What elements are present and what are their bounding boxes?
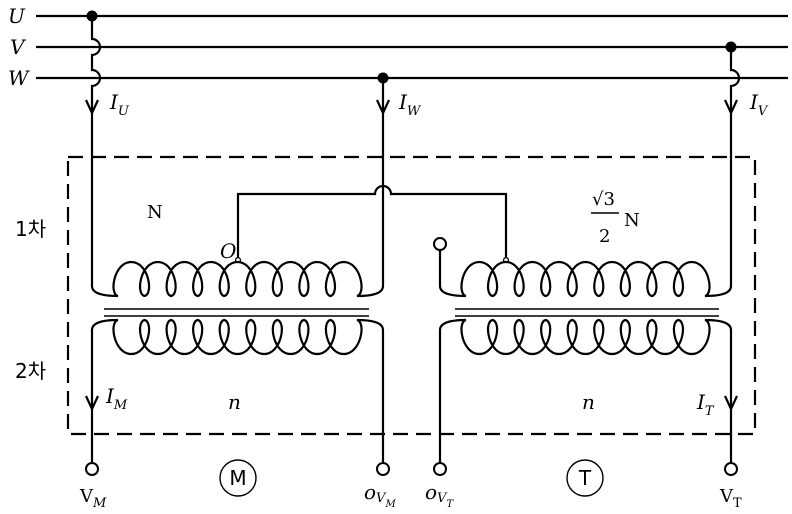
teaser-secondary-coil: [438, 318, 733, 356]
main-primary-coil: [90, 260, 385, 298]
teaser-secondary-turns-label: n: [582, 390, 595, 414]
terminal-vt: [724, 462, 738, 476]
wire-v-drop: [729, 47, 741, 268]
teaser-primary-n-label: N: [624, 210, 640, 231]
current-label-im: IM: [105, 384, 128, 413]
secondary-side-label: 2차: [15, 359, 46, 383]
teaser-primary-coil: [438, 260, 733, 298]
arrow-it: [724, 395, 738, 412]
terminal-label-ovm: oVM: [364, 480, 396, 510]
arrow-iw: [376, 99, 390, 116]
main-machine-label: M: [229, 466, 246, 490]
terminal-label-vm: VM: [79, 486, 107, 511]
line-label-w: W: [8, 66, 30, 90]
current-label-iw: IW: [398, 90, 422, 119]
current-label-iv: IV: [749, 90, 769, 119]
center-tap-label: O: [220, 239, 236, 263]
primary-side-label: 1차: [15, 217, 46, 241]
terminal-vm: [85, 462, 99, 476]
center-tap-wire: [236, 184, 508, 258]
terminal-label-vt: VT: [719, 486, 742, 511]
teaser-primary-den-label: 2: [599, 226, 610, 247]
arrow-iv: [724, 99, 738, 116]
terminal-label-ovt: oVT: [425, 480, 454, 510]
terminal-ovm: [376, 462, 390, 476]
main-secondary-turns-label: n: [228, 390, 241, 414]
line-label-v: V: [10, 35, 27, 59]
current-label-it: IT: [696, 390, 715, 419]
line-label-u: U: [8, 4, 26, 28]
current-label-iu: IU: [109, 90, 130, 119]
main-machine-circle: [219, 459, 257, 497]
arrow-im: [85, 395, 99, 412]
arrow-iu: [85, 99, 99, 116]
main-secondary-coil: [90, 318, 385, 356]
teaser-machine-circle: [566, 459, 604, 497]
teaser-primary-sqrt-label: √3: [592, 189, 615, 210]
wire-u-drop: [90, 16, 102, 268]
terminal-ovt: [433, 462, 447, 476]
main-primary-turns-label: N: [147, 202, 163, 223]
teaser-primary-open-terminal: [433, 237, 447, 251]
teaser-machine-label: T: [578, 466, 592, 490]
